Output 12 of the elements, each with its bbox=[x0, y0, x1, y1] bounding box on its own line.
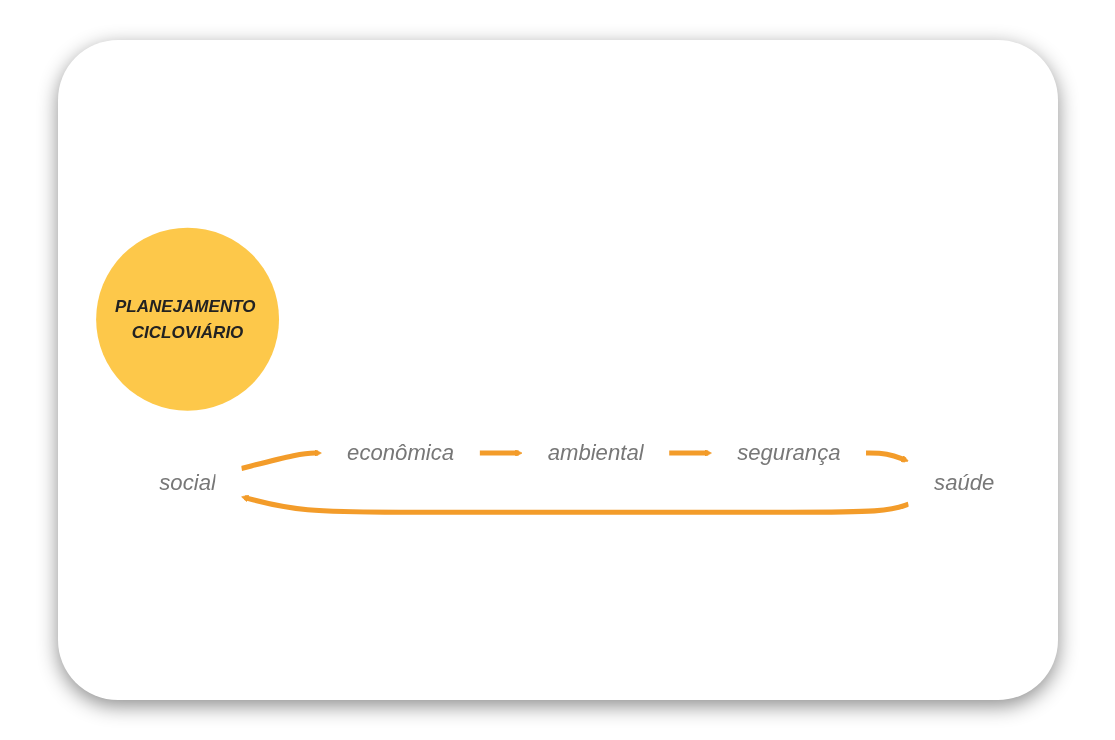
arrow bbox=[240, 449, 322, 471]
node-text: saúde bbox=[933, 469, 994, 495]
arrow bbox=[240, 494, 909, 515]
arrow bbox=[479, 449, 522, 457]
node-text: segurança bbox=[736, 439, 840, 466]
card-background: PLANEJAMENTO CICLOVIÁRIO social econômica ambiental segurança saúde bbox=[57, 40, 1058, 700]
node-circle bbox=[95, 227, 279, 411]
arrow bbox=[668, 449, 712, 457]
node-text: ambiental bbox=[547, 439, 644, 466]
node-text: social bbox=[158, 469, 216, 495]
arrow bbox=[865, 450, 909, 463]
node-text: econômica bbox=[346, 439, 454, 466]
